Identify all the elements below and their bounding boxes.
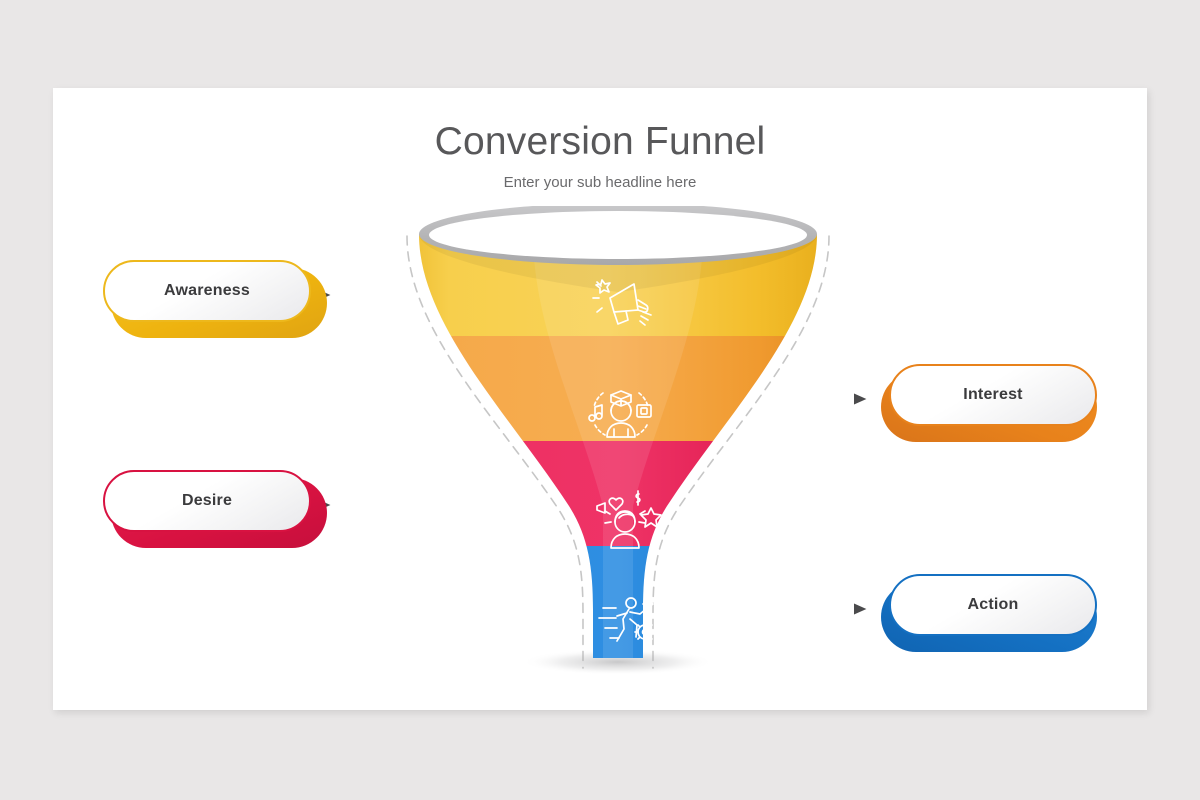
funnel-ground-shadow: [522, 649, 714, 675]
person-interests-icon: [588, 390, 652, 438]
megaphone-icon: [592, 279, 652, 326]
running-person-gear-icon: [598, 597, 656, 643]
page-subtitle: Enter your sub headline here: [503, 174, 697, 191]
pill-face[interactable]: Awareness: [103, 260, 311, 322]
pill-face[interactable]: Action: [889, 574, 1097, 636]
pill-label-desire: Desire: [181, 492, 233, 509]
label-pill-desire[interactable]: Desire: [103, 470, 327, 548]
slide-card: Conversion Funnel Enter your sub headlin…: [53, 88, 1147, 710]
pill-label-awareness: Awareness: [163, 282, 250, 299]
conversion-funnel-graphic: [383, 206, 853, 676]
funnel-dashed-outline: [406, 235, 830, 669]
label-pill-awareness[interactable]: Awareness: [103, 260, 327, 338]
pill-face[interactable]: Desire: [103, 470, 311, 532]
pill-label-interest: Interest: [963, 386, 1023, 403]
person-desire-icon: [596, 490, 662, 549]
pill-label-action: Action: [967, 596, 1019, 613]
label-pill-interest[interactable]: Interest: [881, 364, 1097, 442]
page-title: Conversion Funnel: [434, 120, 766, 163]
label-pill-action[interactable]: Action: [881, 574, 1097, 652]
funnel-rim: [419, 206, 817, 265]
pill-face[interactable]: Interest: [889, 364, 1097, 426]
